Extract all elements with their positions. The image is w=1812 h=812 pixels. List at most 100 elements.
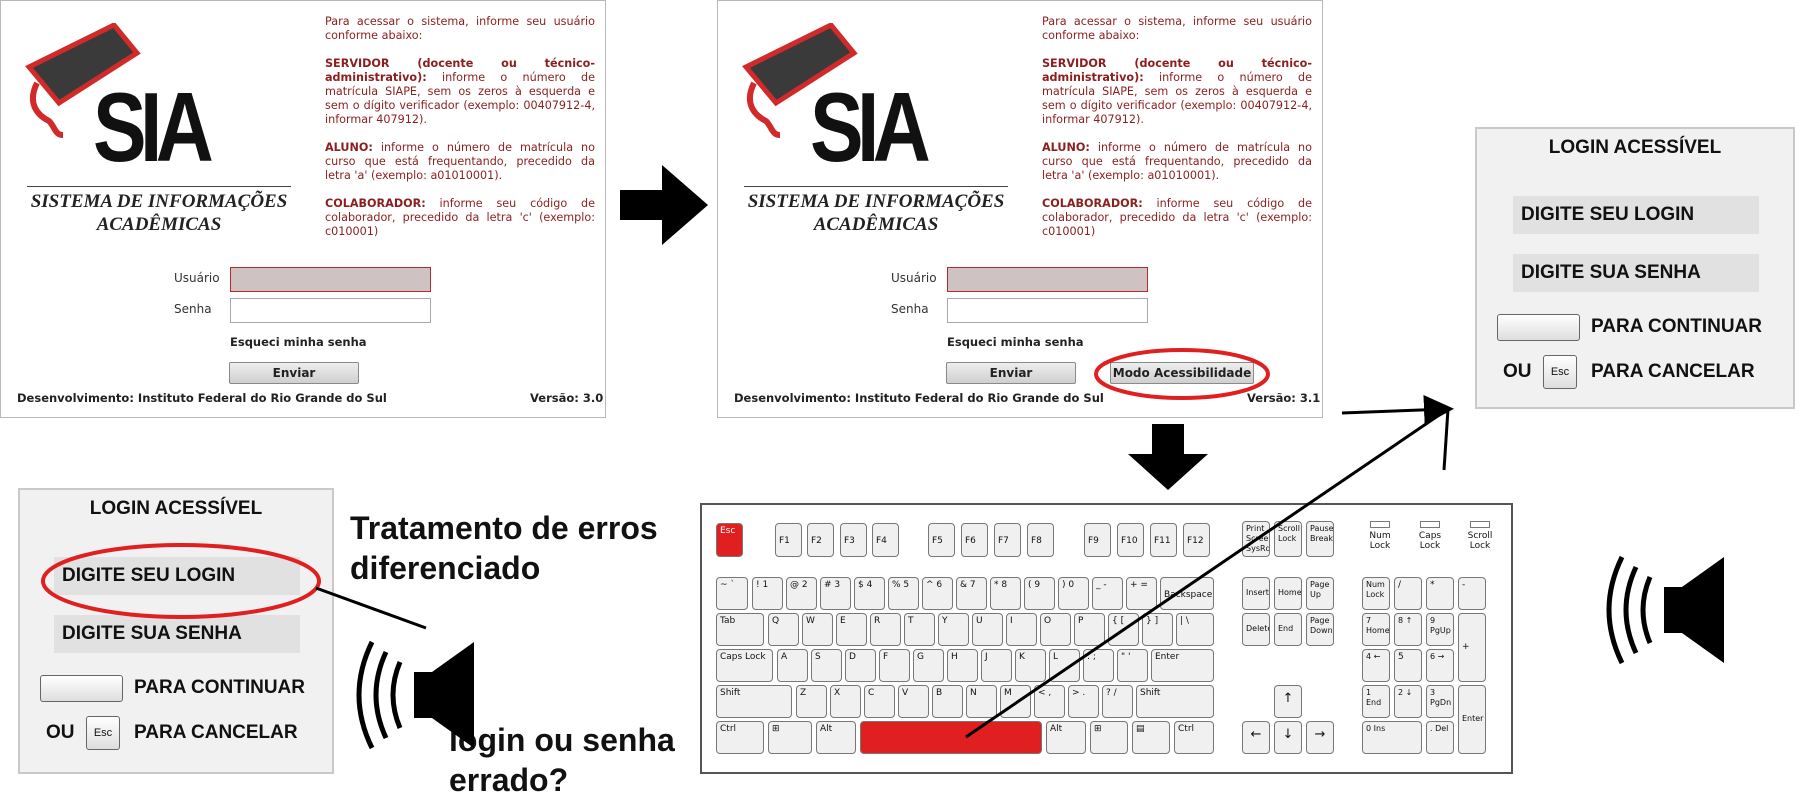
- username-input[interactable]: [947, 267, 1148, 292]
- key-num-multiply: *: [1426, 577, 1454, 610]
- instructions-intro: Para acessar o sistema, informe seu usuá…: [1042, 15, 1312, 42]
- colaborador-label: COLABORADOR:: [325, 197, 426, 210]
- username-input[interactable]: [230, 267, 431, 292]
- key-right-ctrl: Ctrl: [1174, 721, 1214, 754]
- key-scroll-lock: Scroll Lock: [1274, 521, 1302, 557]
- key-home: Home: [1274, 577, 1302, 610]
- caps-lock-led: Caps Lock: [1410, 521, 1450, 551]
- error-handling-caption: Tratamento de erros diferenciado: [350, 508, 658, 588]
- graduation-cap-logo: [25, 23, 141, 138]
- key-c: C: [864, 685, 895, 718]
- key-0: ) 0: [1058, 577, 1089, 610]
- esc-key-icon: Esc: [1543, 355, 1577, 389]
- instructions-aluno: ALUNO: informe o número de matrícula no …: [325, 141, 595, 183]
- submit-button[interactable]: Enviar: [229, 362, 359, 384]
- esc-key-icon: Esc: [86, 716, 120, 750]
- submit-button[interactable]: Enviar: [946, 362, 1076, 384]
- key-right-win: ⊞: [1090, 721, 1128, 754]
- forgot-password-link[interactable]: Esqueci minha senha: [947, 335, 1084, 349]
- key-m: M: [1000, 685, 1031, 718]
- system-name-line2: ACADÊMICAS: [96, 214, 222, 235]
- panel-to-speaker-line: [1442, 408, 1450, 471]
- key-backspace: Backspace: [1160, 577, 1214, 610]
- key-4: $ 4: [854, 577, 885, 610]
- accessible-password-field[interactable]: DIGITE SUA SENHA: [54, 615, 300, 653]
- wrong-credentials-question: login ou senha errado?: [449, 720, 675, 800]
- key-l: L: [1049, 649, 1080, 682]
- key-f2: F2: [807, 523, 834, 557]
- key-3: # 3: [820, 577, 851, 610]
- key-f4: F4: [872, 523, 899, 557]
- key-f12: F12: [1183, 523, 1210, 557]
- down-arrow-icon: [1128, 424, 1208, 490]
- accessibility-mode-button[interactable]: Modo Acessibilidade: [1110, 362, 1254, 384]
- key-left-shift: Shift: [716, 685, 792, 718]
- key-tab: Tab: [716, 613, 764, 646]
- key-8: * 8: [990, 577, 1021, 610]
- accessible-login-title: LOGIN ACESSÍVEL: [89, 498, 263, 519]
- key-comma: < ,: [1034, 685, 1065, 718]
- key-right-arrow: →: [1306, 721, 1334, 754]
- question-line1: login ou senha: [449, 722, 675, 758]
- accessible-login-panel-error: LOGIN ACESSÍVEL DIGITE SEU LOGIN DIGITE …: [18, 488, 334, 774]
- instructions-aluno: ALUNO: informe o número de matrícula no …: [1042, 141, 1312, 183]
- speaker-icon: [356, 640, 474, 750]
- key-num-minus: -: [1458, 577, 1486, 610]
- key-backslash: | \: [1176, 613, 1214, 646]
- system-name-line1: SISTEMA DE INFORMAÇÕES: [30, 191, 288, 212]
- accessible-password-field[interactable]: DIGITE SUA SENHA: [1513, 254, 1759, 292]
- key-f11: F11: [1150, 523, 1177, 557]
- footer-version: Versão: 3.1: [1247, 391, 1321, 405]
- key-x: X: [830, 685, 861, 718]
- password-input[interactable]: [230, 298, 431, 323]
- enter-key-icon: [1497, 314, 1580, 341]
- key-up-arrow: ↑: [1274, 685, 1302, 718]
- key-5: % 5: [888, 577, 919, 610]
- forgot-password-link[interactable]: Esqueci minha senha: [230, 335, 367, 349]
- key-num-decimal: . Del: [1426, 721, 1454, 754]
- key-r: R: [870, 613, 901, 646]
- system-name-line2: ACADÊMICAS: [813, 214, 939, 235]
- password-label: Senha: [174, 302, 212, 316]
- colaborador-text: informe seu código de colaborador, prece…: [325, 197, 595, 238]
- key-s: S: [811, 649, 842, 682]
- key-9: ( 9: [1024, 577, 1055, 610]
- key-tilde: ~ `: [716, 577, 748, 610]
- logo-divider: [744, 186, 1008, 187]
- key-7: & 7: [956, 577, 987, 610]
- key-f9: F9: [1084, 523, 1111, 557]
- password-label: Senha: [891, 302, 929, 316]
- key-num-7: 7 Home: [1362, 613, 1390, 646]
- username-label: Usuário: [891, 271, 937, 285]
- aluno-label: ALUNO:: [1042, 141, 1090, 154]
- key-page-up: Page Up: [1306, 577, 1334, 610]
- key-num-enter: Enter: [1458, 685, 1486, 754]
- key-num-4: 4 ←: [1362, 649, 1390, 682]
- continue-text: PARA CONTINUAR: [1591, 316, 1762, 337]
- key-f3: F3: [840, 523, 867, 557]
- num-lock-led: Num Lock: [1360, 521, 1400, 551]
- key-2: @ 2: [786, 577, 817, 610]
- sia-logo-text: SIA: [810, 72, 931, 182]
- password-input[interactable]: [947, 298, 1148, 323]
- login-instructions: Para acessar o sistema, informe seu usuá…: [1042, 15, 1312, 253]
- error-handling-line1: Tratamento de erros: [350, 510, 658, 546]
- key-w: W: [802, 613, 833, 646]
- key-t: T: [904, 613, 935, 646]
- graduation-cap-logo: [742, 23, 858, 138]
- continue-text: PARA CONTINUAR: [134, 677, 305, 698]
- cancel-text: PARA CANCELAR: [1591, 361, 1755, 382]
- servidor-text: informe o número de matrícula SIAPE, sem…: [1042, 71, 1312, 126]
- login-screen-accessibility: SIA SISTEMA DE INFORMAÇÕES ACADÊMICAS Pa…: [717, 0, 1323, 418]
- key-j: J: [981, 649, 1012, 682]
- footer-developer: Desenvolvimento: Instituto Federal do Ri…: [17, 391, 387, 405]
- aluno-text: informe o número de matrícula no curso q…: [1042, 141, 1312, 182]
- accessible-login-field[interactable]: DIGITE SEU LOGIN: [1513, 196, 1759, 234]
- pointer-arrow: [1341, 394, 1454, 425]
- accessible-login-field[interactable]: DIGITE SEU LOGIN: [54, 557, 300, 595]
- key-6: ^ 6: [922, 577, 953, 610]
- key-end: End: [1274, 613, 1302, 646]
- scroll-lock-led: Scroll Lock: [1460, 521, 1500, 551]
- key-u: U: [972, 613, 1003, 646]
- key-num-8: 8 ↑: [1394, 613, 1422, 646]
